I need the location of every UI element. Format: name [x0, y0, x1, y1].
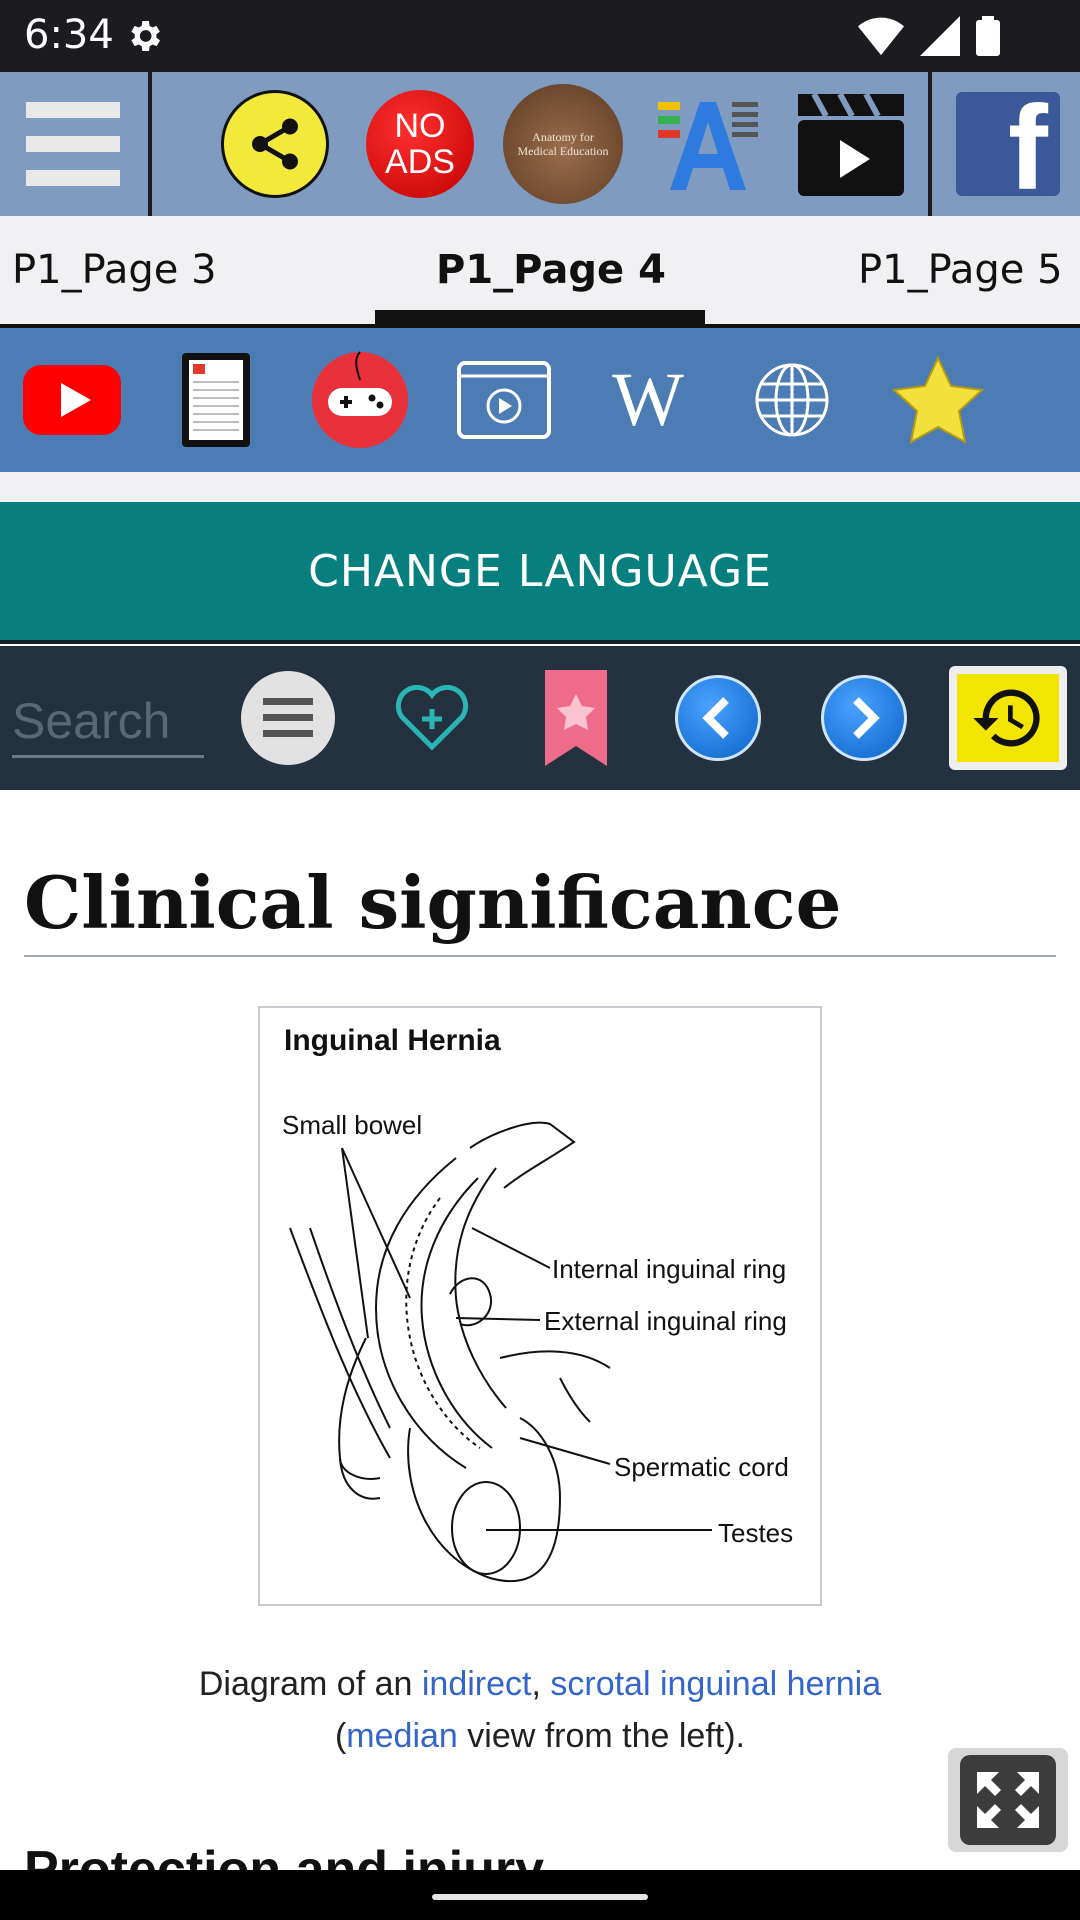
wifi-icon — [858, 17, 904, 56]
home-gesture-handle[interactable] — [432, 1894, 648, 1900]
status-time: 6:34 — [24, 12, 114, 58]
fullscreen-expand-icon — [960, 1755, 1056, 1845]
anatomy-book-button[interactable]: Anatomy for Medical Education — [502, 72, 624, 216]
clapperboard-icon — [798, 92, 904, 196]
youtube-button[interactable] — [22, 350, 122, 450]
next-section-heading: Protection and injury — [24, 1841, 545, 1870]
menu-button[interactable] — [0, 72, 146, 216]
video-button[interactable] — [796, 72, 906, 216]
heart-plus-icon — [395, 685, 469, 751]
figure-title: Inguinal Hernia — [284, 1024, 501, 1057]
tab-p1-page-4[interactable]: P1_Page 4 — [436, 247, 666, 293]
toolbar-separator — [928, 72, 932, 216]
link-indirect[interactable]: indirect — [421, 1665, 532, 1703]
top-toolbar: NO ADS Anatomy for Medical Education f — [0, 72, 1080, 216]
no-ads-icon: NO ADS — [366, 90, 474, 198]
link-scrotal-inguinal-hernia[interactable]: scrotal inguinal hernia — [550, 1665, 882, 1703]
history-button[interactable] — [948, 666, 1068, 770]
inguinal-hernia-figure[interactable]: Inguinal Hernia Small bowel Internal ing… — [258, 1006, 822, 1606]
facebook-icon: f — [956, 92, 1060, 196]
page-tabs: P1_Page 3 P1_Page 4 P1_Page 5 — [0, 216, 1080, 328]
fullscreen-button[interactable] — [948, 1748, 1068, 1852]
add-favorite-button[interactable] — [392, 668, 472, 768]
wikipedia-icon: W — [612, 357, 684, 442]
no-ads-button[interactable]: NO ADS — [364, 72, 476, 216]
tab-p1-page-5[interactable]: P1_Page 5 — [858, 247, 1063, 293]
video-player-icon — [457, 361, 551, 439]
favorites-star-button[interactable] — [890, 350, 986, 450]
label-internal-ring: Internal inguinal ring — [552, 1254, 787, 1284]
active-tab-indicator — [375, 310, 705, 324]
label-external-ring: External inguinal ring — [544, 1306, 787, 1336]
label-small-bowel: Small bowel — [282, 1110, 423, 1140]
tab-p1-page-3[interactable]: P1_Page 3 — [12, 247, 217, 293]
section-heading: Clinical significance — [24, 860, 1056, 957]
wikipedia-button[interactable]: W — [600, 350, 696, 450]
next-page-button[interactable] — [820, 668, 908, 768]
hernia-illustration — [289, 1121, 712, 1583]
search-toolbar — [0, 646, 1080, 790]
hamburger-menu-icon — [26, 102, 120, 186]
change-language-button[interactable]: CHANGE LANGUAGE — [0, 502, 1080, 644]
settings-gear-icon — [131, 21, 160, 51]
link-median[interactable]: median — [346, 1717, 458, 1755]
web-button[interactable] — [754, 350, 830, 450]
figure-caption: Diagram of an indirect, scrotal inguinal… — [198, 1665, 882, 1755]
search-input[interactable] — [12, 686, 204, 758]
chevron-left-icon — [675, 675, 761, 761]
ebook-button[interactable] — [180, 350, 252, 450]
share-icon — [221, 90, 329, 198]
list-menu-button[interactable] — [240, 668, 336, 768]
video-player-button[interactable] — [456, 350, 552, 450]
font-size-button[interactable] — [656, 72, 760, 216]
star-icon — [892, 356, 984, 444]
battery-icon — [976, 16, 1000, 56]
anatomy-book-icon: Anatomy for Medical Education — [503, 84, 623, 204]
spacer — [0, 472, 1080, 502]
gamepad-icon — [312, 351, 408, 448]
youtube-icon — [23, 365, 121, 435]
globe-icon — [755, 363, 829, 437]
label-testes: Testes — [718, 1518, 794, 1548]
facebook-button[interactable]: f — [956, 72, 1060, 216]
toolbar-separator — [148, 72, 152, 216]
status-icons — [858, 16, 1000, 56]
label-spermatic-cord: Spermatic cord — [614, 1452, 789, 1482]
status-bar: 6:34 — [0, 0, 1080, 72]
ebook-reader-icon — [182, 353, 250, 447]
cell-signal-icon — [920, 16, 960, 56]
bookmark-icon — [545, 670, 607, 766]
previous-page-button[interactable] — [674, 668, 762, 768]
resources-icon-bar: W — [0, 328, 1080, 472]
font-size-icon — [658, 102, 758, 190]
list-icon — [241, 671, 335, 765]
history-icon — [949, 666, 1067, 770]
chevron-right-icon — [821, 675, 907, 761]
article-content: Clinical significance Inguinal Hernia Sm… — [0, 790, 1080, 1870]
bookmark-button[interactable] — [544, 668, 608, 768]
share-button[interactable] — [220, 72, 330, 216]
game-button[interactable] — [310, 350, 410, 450]
